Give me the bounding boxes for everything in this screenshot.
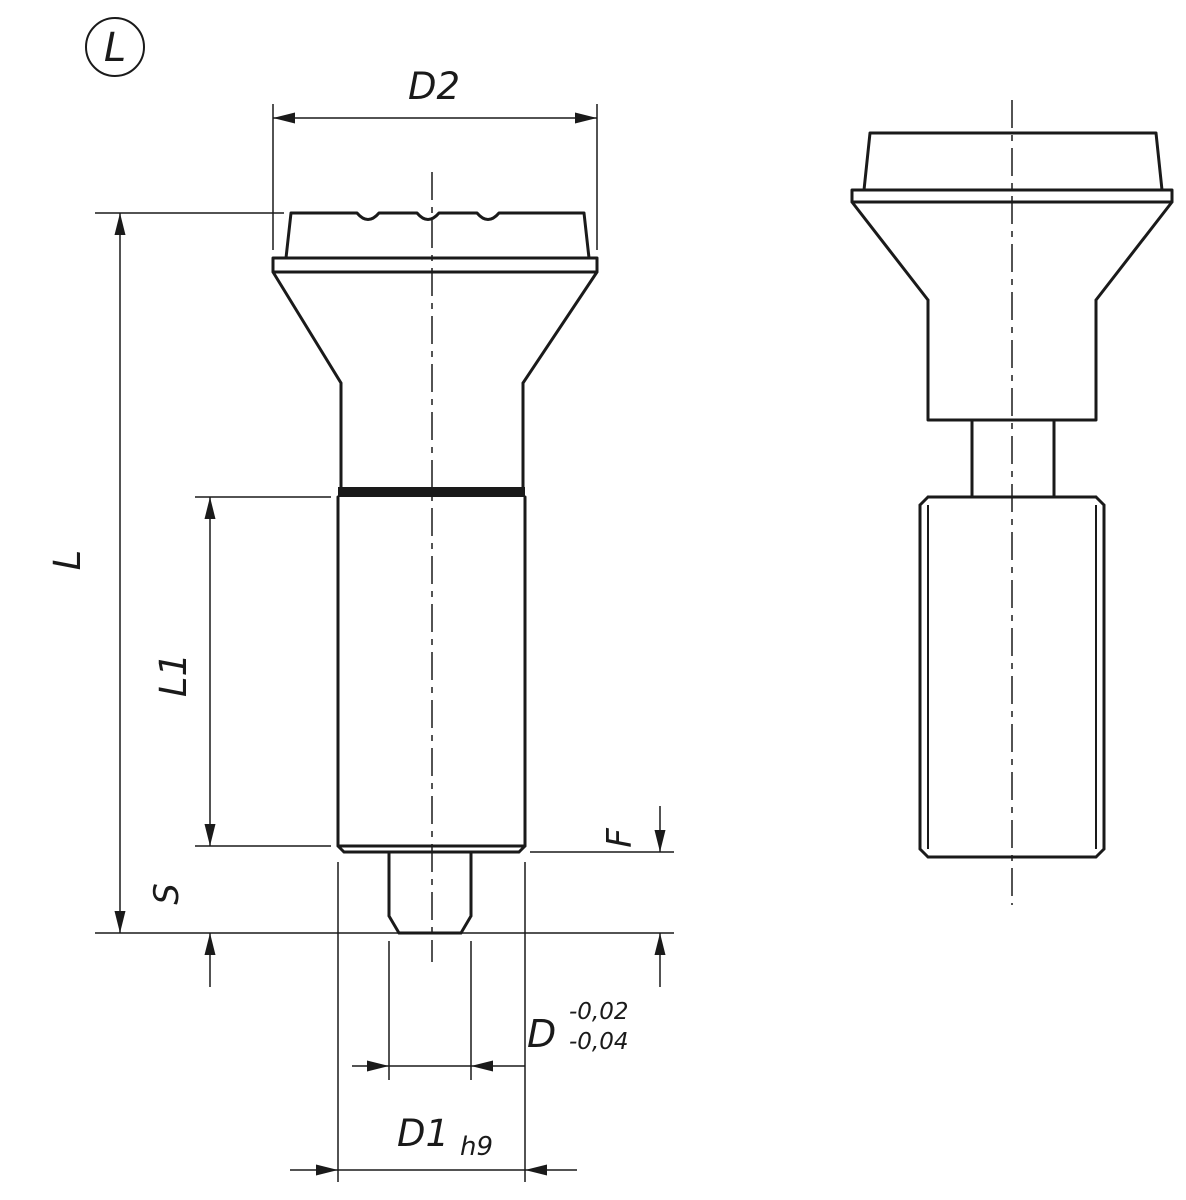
dimension-lines [119, 117, 661, 1171]
front-view-lock-band [338, 487, 525, 497]
side-view-outline [850, 131, 1174, 859]
form-symbol-circle [85, 17, 145, 77]
extension-lines [95, 104, 674, 1182]
dim-label-d-tol-lower: -0,04 [569, 1029, 629, 1055]
dim-label-d1-fit: h9 [460, 1132, 493, 1162]
dim-label-l1: L1 [152, 653, 195, 697]
dim-label-s: S [147, 883, 187, 905]
dim-label-d-tol-upper: -0,02 [569, 999, 629, 1025]
dim-label-f: F [600, 828, 640, 848]
form-symbol-letter: L [104, 25, 126, 71]
side-view-chamfer-edges [927, 505, 1097, 849]
dim-label-l: L [46, 550, 89, 571]
dim-label-d: D [527, 1012, 556, 1056]
dim-label-d2: D2 [408, 65, 460, 108]
front-view-outline [271, 211, 599, 935]
dim-label-d1: D1 [397, 1112, 449, 1155]
